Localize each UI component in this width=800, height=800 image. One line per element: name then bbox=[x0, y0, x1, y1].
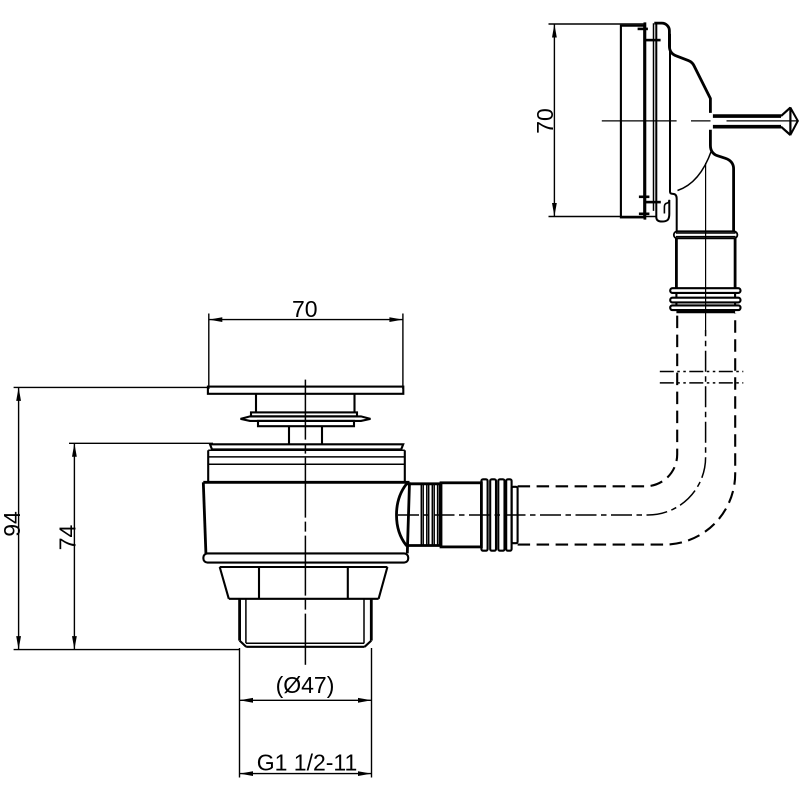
svg-text:94: 94 bbox=[0, 511, 25, 537]
svg-text:(Ø47): (Ø47) bbox=[276, 672, 335, 698]
svg-text:G1 1/2-11: G1 1/2-11 bbox=[257, 750, 358, 776]
svg-text:70: 70 bbox=[292, 296, 318, 322]
svg-text:74: 74 bbox=[55, 525, 81, 551]
svg-text:70: 70 bbox=[532, 108, 558, 134]
